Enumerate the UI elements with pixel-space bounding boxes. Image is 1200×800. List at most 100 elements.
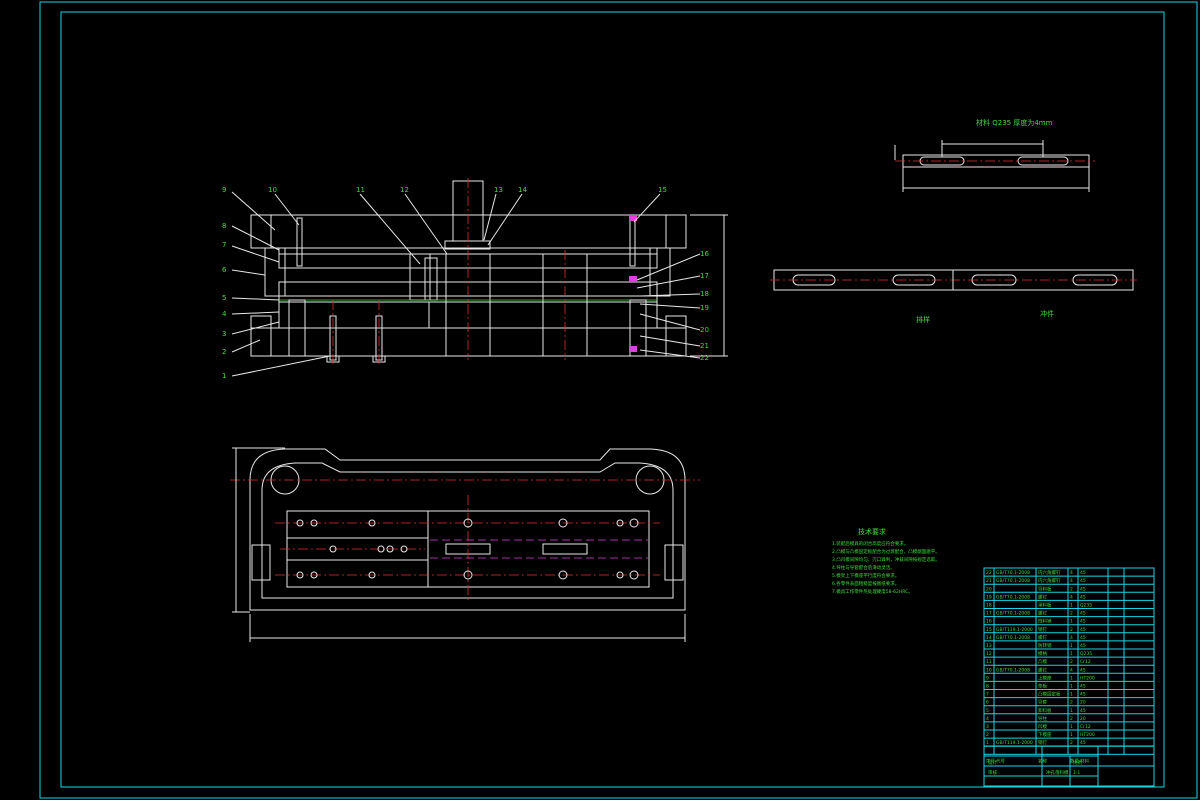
svg-text:3: 3 [222, 330, 226, 338]
bom-cell: 18 [986, 603, 992, 609]
svg-text:6.各零件表面粗糙度按图纸要求。: 6.各零件表面粗糙度按图纸要求。 [832, 580, 899, 587]
bom-cell: 螺钉 [1038, 666, 1047, 673]
bom-cell: 1 [1070, 732, 1073, 738]
bom-cell: 销钉 [1038, 626, 1047, 633]
bom-cell: 2 [1070, 659, 1073, 665]
svg-text:13: 13 [494, 186, 503, 194]
title-block: 冲孔落料模 设计 审核 比例 1:1 [983, 745, 1155, 787]
bom-cell: 导柱 [1038, 715, 1047, 722]
bom-cell: 3 [986, 724, 989, 730]
bom-cell: 45 [1080, 627, 1086, 633]
bom-cell: 45 [1080, 740, 1086, 746]
svg-text:17: 17 [700, 272, 709, 280]
svg-text:15: 15 [658, 186, 667, 194]
bom-cell: Q235 [1080, 651, 1092, 657]
svg-text:18: 18 [700, 290, 709, 298]
strip-layout [770, 269, 1137, 291]
svg-text:9: 9 [222, 186, 226, 194]
bom-cell: 螺钉 [1038, 634, 1047, 641]
bom-cell: 凸模固定板 [1038, 691, 1061, 698]
bom-header-cell: 名称 [1038, 757, 1047, 764]
bom-cell: 2 [1070, 586, 1073, 592]
bom-cell: 2 [1070, 627, 1073, 633]
material-note: 材料 Q235 厚度为4mm [976, 118, 1053, 127]
inner-frame [60, 11, 1165, 788]
bom-cell: GB/T119.1-2000 [996, 740, 1033, 746]
bom-cell: 45 [1080, 667, 1086, 673]
bom-cell: 销钉 [1038, 739, 1047, 746]
bom-cell: 4 [1070, 578, 1073, 584]
bom-cell: 45 [1080, 570, 1086, 576]
bom-cell: GB/T70.1-2008 [996, 594, 1030, 600]
bom-cell: 承料板 [1038, 602, 1052, 609]
svg-text:3.凸凹模间隙均匀，刃口锋利，冲裁间隙按规定选取。: 3.凸凹模间隙均匀，刃口锋利，冲裁间隙按规定选取。 [832, 556, 940, 563]
bom-cell: 45 [1080, 611, 1086, 617]
bom-cell: 凹模 [1038, 723, 1047, 730]
svg-text:设计: 设计 [988, 759, 997, 766]
bom-cell: GB/T70.1-2008 [996, 578, 1030, 584]
bom-cell: 1 [1070, 603, 1073, 609]
svg-text:14: 14 [518, 186, 527, 194]
bom-cell: 1 [986, 740, 989, 746]
bom-cell: 螺钉 [1038, 593, 1047, 600]
svg-text:19: 19 [700, 304, 709, 312]
svg-text:21: 21 [700, 342, 709, 350]
strip-label-layout: 排样 [916, 315, 930, 324]
bom-cell: 上模座 [1038, 674, 1052, 681]
bom-cell: 4 [1070, 635, 1073, 641]
bom-cell: 45 [1080, 643, 1086, 649]
svg-text:1: 1 [222, 372, 226, 380]
bom-cell: 20 [1080, 700, 1086, 706]
bom-header-cell: 材料 [1080, 757, 1089, 764]
bom-cell: 45 [1080, 586, 1086, 592]
bom-cell: 导料板 [1038, 585, 1052, 592]
bom-cell: 15 [986, 627, 992, 633]
bom-cell: 模柄 [1038, 650, 1047, 657]
bom-cell: 挡料销 [1038, 618, 1052, 625]
bom-cell: 2 [986, 732, 989, 738]
bom-cell: 4 [986, 716, 989, 722]
bom-cell: 下模座 [1038, 731, 1052, 738]
bom-cell: Q235 [1080, 603, 1092, 609]
bom-cell: 9 [986, 675, 989, 681]
bom-cell: 内六角螺钉 [1038, 577, 1061, 584]
bom-header-cell: 序号 [986, 757, 995, 764]
bom-header-cell: 数量 [1070, 757, 1079, 764]
bom-cell: 4 [1070, 594, 1073, 600]
svg-text:5.模架上下模座平行度符合要求。: 5.模架上下模座平行度符合要求。 [832, 572, 899, 579]
svg-text:2: 2 [222, 348, 226, 356]
bom-cell: 1 [1070, 708, 1073, 714]
svg-text:技术要求: 技术要求 [858, 527, 886, 536]
svg-text:5: 5 [222, 294, 226, 302]
leader-lines [231, 191, 701, 377]
bom-cell: 11 [986, 659, 992, 665]
bom-cell: 1 [1070, 619, 1073, 625]
svg-text:10: 10 [268, 186, 277, 194]
svg-text:审核: 审核 [988, 769, 997, 776]
bom-cell: 1 [1070, 692, 1073, 698]
bom-cell: 1 [1070, 675, 1073, 681]
bom-cell: 垫板 [1038, 683, 1047, 690]
bom-cell: 导套 [1038, 699, 1047, 706]
bom-cell: 1 [1070, 684, 1073, 690]
bom-cell: 5 [986, 708, 989, 714]
section-view [250, 178, 728, 364]
bom-cell: 45 [1080, 708, 1086, 714]
bom-header-cell: 代号 [996, 757, 1005, 764]
outer-frame [39, 1, 1198, 799]
bom-cell: 1 [1070, 643, 1073, 649]
bom-cell: 10 [986, 667, 992, 673]
svg-text:比例: 比例 [1073, 759, 1082, 766]
bom-cell: 卸料板 [1038, 707, 1052, 714]
svg-text:2.凸模与凸模固定板配合为过渡配合，凸模端面磨平。: 2.凸模与凸模固定板配合为过渡配合，凸模端面磨平。 [832, 548, 940, 555]
svg-text:11: 11 [356, 186, 365, 194]
bom-cell: 凸模 [1038, 658, 1047, 665]
bom-cell: 17 [986, 611, 992, 617]
bom-cell: 6 [986, 700, 989, 706]
bom-cell: 8 [986, 684, 989, 690]
svg-text:20: 20 [700, 326, 709, 334]
bom-cell: GB/T70.1-2008 [996, 667, 1030, 673]
bom-cell: HT200 [1080, 732, 1095, 738]
bom-cell: 20 [1080, 716, 1086, 722]
svg-text:4: 4 [222, 310, 227, 318]
